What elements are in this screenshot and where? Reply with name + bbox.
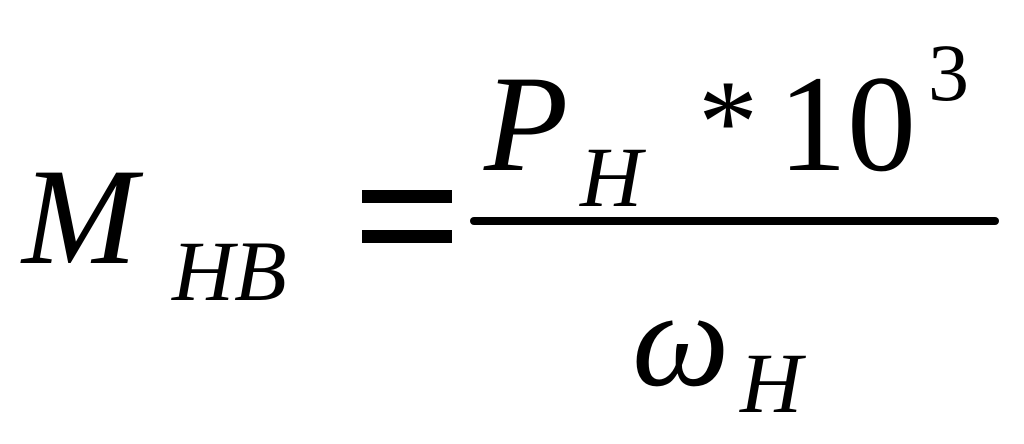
lhs-subscript: HB xyxy=(172,223,287,319)
numerator-exponent: 3 xyxy=(928,27,969,118)
equals-sign-bottom-bar xyxy=(362,230,452,243)
fraction-bar xyxy=(470,217,999,225)
numerator-symbol: P xyxy=(484,47,569,200)
equals-sign-top-bar xyxy=(362,190,452,203)
multiply-sign: * xyxy=(698,55,758,188)
denominator-symbol: ω xyxy=(632,262,730,415)
numerator-base: 10 xyxy=(778,47,916,200)
lhs-symbol: M xyxy=(22,140,137,293)
numerator-subscript: H xyxy=(580,129,643,225)
denominator-subscript: H xyxy=(740,335,803,431)
